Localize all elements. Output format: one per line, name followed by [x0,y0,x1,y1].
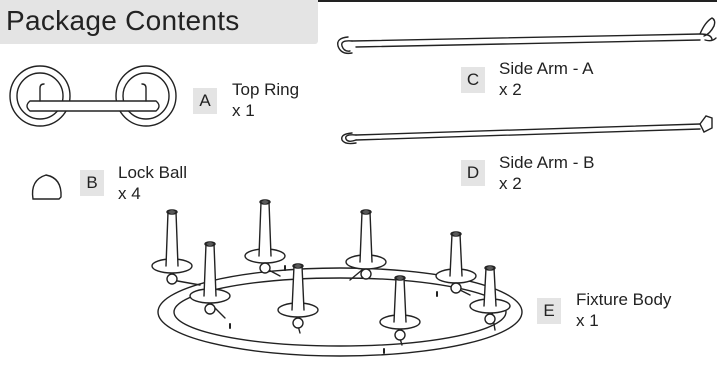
top-ring-drawing [9,65,177,127]
part-d-name: Side Arm - B [499,153,595,172]
candle-back-1 [151,209,193,285]
part-e-qty: x 1 [576,311,599,330]
part-b-qty: x 4 [118,184,141,203]
candle-back-2 [244,199,286,274]
part-a-letter: A [193,88,217,114]
lock-ball-drawing [31,174,62,200]
part-c-qty: x 2 [499,80,522,99]
fixture-body-drawing [151,199,523,357]
part-c-letter: C [461,67,485,93]
part-d-qty: x 2 [499,174,522,193]
part-b-letter: B [80,170,104,196]
candle-back-3 [345,209,387,280]
side-arm-a-drawing [337,17,717,55]
part-e-name: Fixture Body [576,290,672,309]
candle-front-4 [469,265,511,325]
candle-front-3 [379,275,421,341]
candle-front-2 [277,263,319,329]
part-d-letter: D [461,160,485,186]
part-a-name: Top Ring [232,80,300,99]
part-a-qty: x 1 [232,101,255,120]
title-panel: Package Contents [0,0,318,44]
top-rule [318,0,717,2]
side-arm-b-drawing [341,115,713,145]
part-b-name: Lock Ball [118,163,187,182]
fixture-clips [229,265,438,354]
part-e-letter: E [537,298,561,324]
page-title: Package Contents [6,5,240,36]
candle-front-1 [189,241,231,315]
part-c-name: Side Arm - A [499,59,594,78]
candle-back-4 [435,231,477,294]
